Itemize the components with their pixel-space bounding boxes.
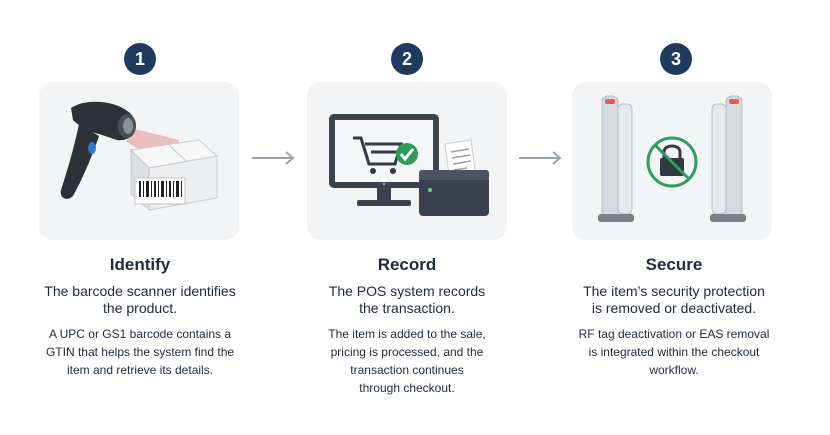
step-1-badge: 1 [124,43,156,75]
step-2-detail: The item is added to the sale, pricing i… [328,327,486,395]
step-3-illustration-card [572,82,772,240]
step-1-detail: A UPC or GS1 barcode contains a GTIN tha… [45,327,235,377]
step-2-lead: The POS system records the transaction. [328,283,486,316]
security-gate-icon [598,95,746,222]
arrow-right-icon [519,151,562,165]
step-3-text: Secure The item’s security protection is… [544,255,804,379]
step-3-detail: RF tag deactivation or EAS removal is in… [578,327,770,377]
pos-terminal-icon [329,114,489,216]
step-2-illustration-card [307,82,507,240]
arrow-right-icon [252,151,295,165]
lock-disabled-icon [646,136,698,188]
step-1-illustration-card [39,82,239,240]
step-2-title: Record [377,255,437,274]
step-1-lead: The barcode scanner identifies the produ… [44,283,236,316]
shopping-cart-icon [353,136,404,166]
step-3-badge: 3 [660,43,692,75]
step-2-text: Record The POS system records the transa… [277,255,537,397]
step-1-title: Identify [109,255,171,274]
step-1-text: Identify The barcode scanner identifies … [10,255,270,379]
step-2-badge: 2 [391,43,423,75]
barcode-scanner-icon [60,101,219,212]
step-3-lead: The item’s security protection is remove… [583,283,765,316]
step-3-title: Secure [645,255,703,274]
